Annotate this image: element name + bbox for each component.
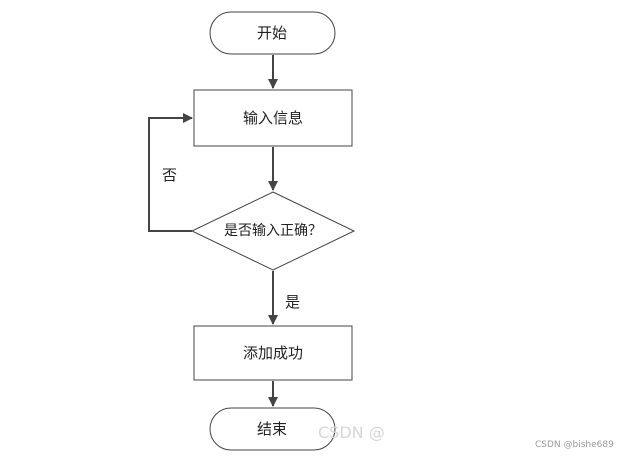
arrow-decision-no-loop <box>148 113 193 232</box>
input-node: 输入信息 <box>193 89 353 147</box>
decision-node-label: 是否输入正确？ <box>224 223 322 239</box>
yes-branch-label: 是 <box>285 293 300 311</box>
end-node-label: 结束 <box>257 420 287 438</box>
input-node-label: 输入信息 <box>243 109 303 127</box>
decision-node: 是否输入正确？ <box>190 191 356 271</box>
success-node-label: 添加成功 <box>243 344 303 362</box>
no-branch-label: 否 <box>162 166 177 184</box>
success-node: 添加成功 <box>193 325 353 381</box>
start-node: 开始 <box>209 11 336 55</box>
watermark-main-text: CSDN @ <box>318 423 385 442</box>
start-node-label: 开始 <box>257 24 287 42</box>
watermark-corner-text: CSDN @bishe689 <box>535 440 614 450</box>
end-node: 结束 <box>209 407 336 451</box>
